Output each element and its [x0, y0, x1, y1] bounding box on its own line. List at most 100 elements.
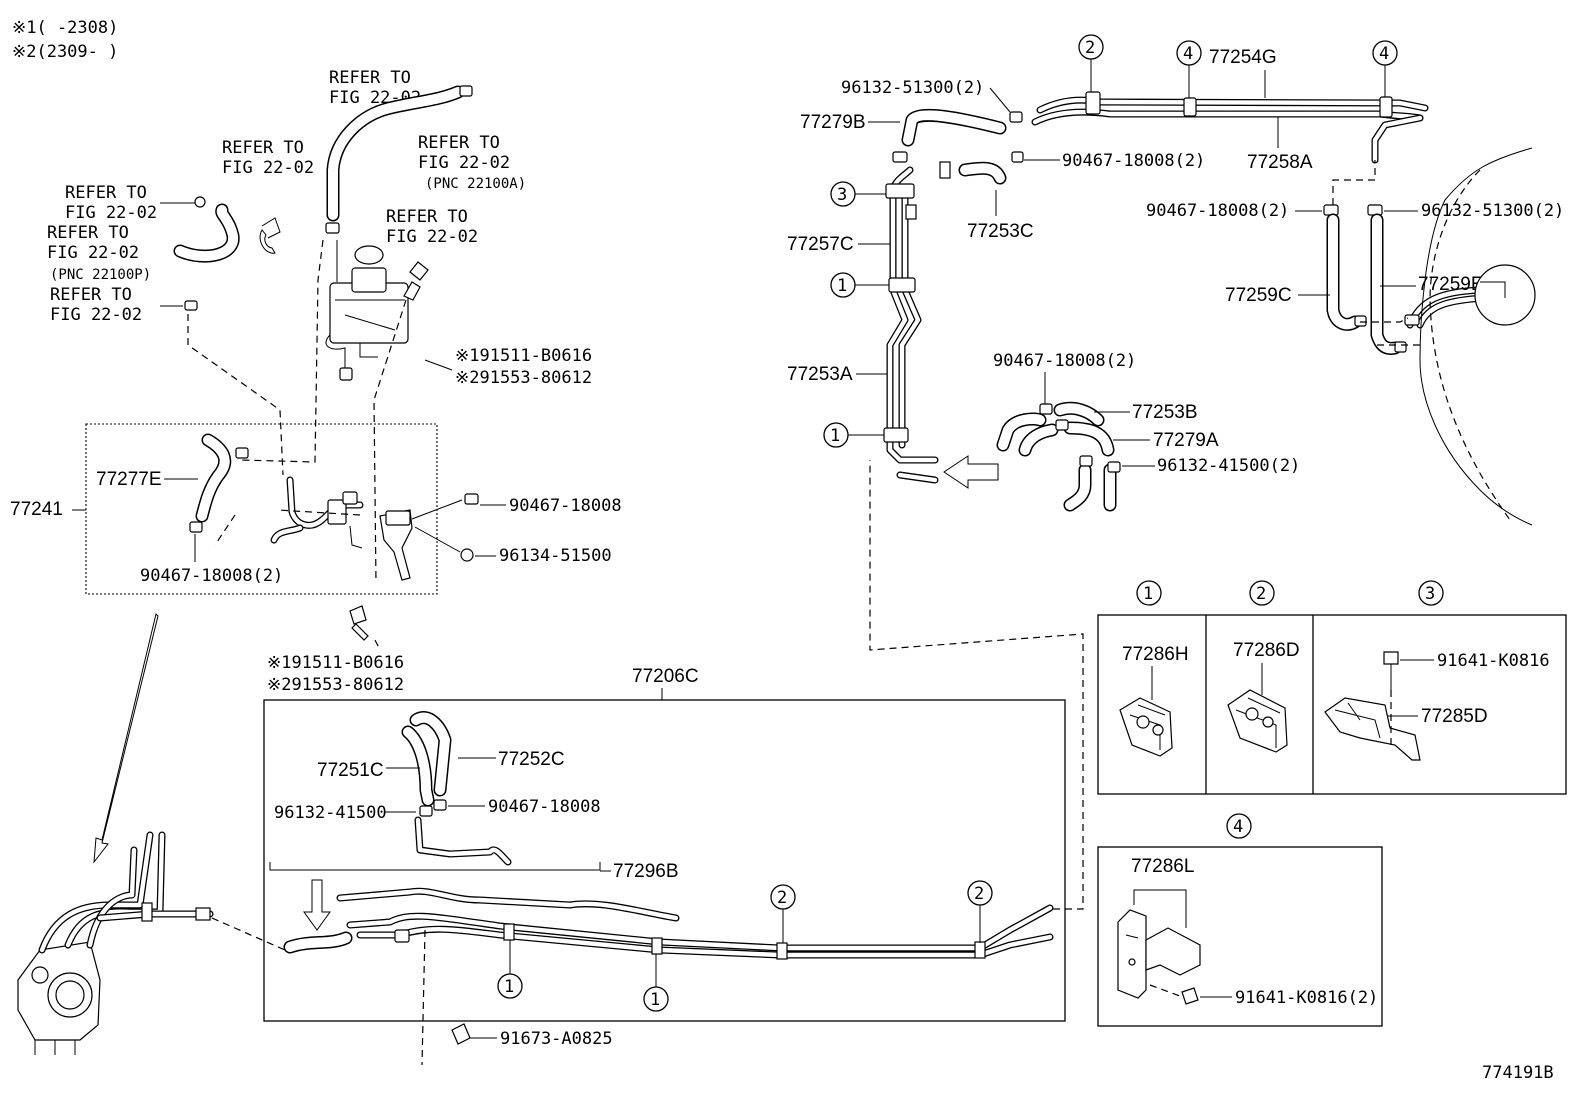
bolt-91641-K0816-2 — [1181, 987, 1199, 1005]
bolt-91673-A0825 — [451, 1023, 471, 1045]
arrow-left-marker — [943, 455, 999, 489]
bolt-upper-part-2: ※291553-80612 — [455, 368, 592, 388]
pipe-77296B-small — [414, 816, 512, 866]
part-96132-51300-2-top[interactable]: 96132-51300(2) — [841, 78, 984, 98]
part-77296B[interactable]: 77296B — [613, 861, 679, 882]
part-77286D[interactable]: 77286D — [1233, 640, 1300, 661]
refer-label-left-b[interactable]: REFER TO FIG 22-02 — [50, 285, 142, 325]
bolt-upper — [403, 261, 429, 301]
part-96134-51500[interactable]: 96134-51500 — [499, 546, 612, 566]
part-77253B[interactable]: 77253B — [1132, 402, 1198, 423]
svg-text:4: 4 — [1233, 817, 1243, 837]
callout-1-detail: 1 — [1136, 580, 1162, 606]
refer-label-pnc22100a[interactable]: REFER TO FIG 22-02 (PNC 22100A) — [418, 133, 526, 192]
svg-text:1: 1 — [837, 276, 847, 296]
part-77286H[interactable]: 77286H — [1122, 644, 1189, 665]
callout-1-right-b: 1 — [823, 422, 849, 448]
hose-77253B-77279A — [996, 401, 1121, 512]
part-96132-41500-2[interactable]: 96132-41500(2) — [1157, 456, 1300, 476]
callout-2-b: 2 — [967, 880, 993, 906]
hose-22100a-illustration — [259, 85, 473, 254]
callout-2-detail: 2 — [1249, 580, 1275, 606]
hose-77279B — [901, 108, 1007, 147]
part-90467-18008-2-right[interactable]: 90467-18008(2) — [993, 351, 1136, 371]
bolt-91641-K0816 — [1383, 651, 1399, 690]
part-77285D[interactable]: 77285D — [1421, 706, 1488, 727]
svg-text:1: 1 — [830, 426, 840, 446]
refer-label-valve[interactable]: REFER TO FIG 22-02 — [386, 207, 478, 247]
hose-77253C — [939, 161, 1007, 185]
part-77254G[interactable]: 77254G — [1209, 47, 1277, 68]
refer-fig: FIG 22-02 — [65, 203, 157, 223]
refer-fig: FIG 22-02 — [47, 243, 139, 263]
callout-4-top-a: 4 — [1176, 40, 1202, 66]
refer-fig: FIG 22-02 — [418, 153, 510, 173]
vehicle-body-outline — [1419, 147, 1536, 526]
part-77279A[interactable]: 77279A — [1153, 430, 1219, 451]
part-90467-18008-box[interactable]: 90467-18008 — [488, 797, 601, 817]
refer-text: REFER TO — [386, 207, 468, 227]
arrow-down-marker — [303, 879, 331, 931]
callout-3-detail: 3 — [1418, 580, 1444, 606]
svg-text:1: 1 — [1143, 584, 1153, 604]
part-77259C[interactable]: 77259C — [1225, 285, 1292, 306]
refer-text: REFER TO — [329, 68, 411, 88]
refer-fig: FIG 22-02 — [222, 158, 314, 178]
callout-1-right-a: 1 — [830, 272, 856, 298]
part-77251C[interactable]: 77251C — [317, 760, 384, 781]
part-77279B[interactable]: 77279B — [800, 112, 866, 133]
part-77286L[interactable]: 77286L — [1131, 856, 1194, 877]
part-77277E[interactable]: 77277E — [96, 469, 162, 490]
svg-text:1: 1 — [504, 977, 514, 997]
part-91641-K0816-2[interactable]: 91641-K0816(2) — [1235, 988, 1378, 1008]
hose-77277E — [189, 433, 249, 533]
part-77253C[interactable]: 77253C — [967, 221, 1034, 242]
hose-77251C-77252C — [401, 711, 452, 817]
part-77258A[interactable]: 77258A — [1247, 152, 1313, 173]
assembly-77206C-box — [263, 699, 1066, 1022]
callout-4-detail: 4 — [1226, 813, 1252, 839]
part-77241[interactable]: 77241 — [10, 499, 63, 520]
fuel-line-main — [283, 887, 1054, 960]
hose-22100p-illustration — [173, 196, 240, 311]
refer-text: REFER TO — [418, 133, 500, 153]
part-77257C[interactable]: 77257C — [787, 234, 854, 255]
clamp-77286D-illustration — [1227, 689, 1288, 753]
part-96132-41500-box[interactable]: 96132-41500 — [274, 803, 387, 823]
clamp-77285D-illustration — [1324, 690, 1421, 761]
svg-text:4: 4 — [1183, 44, 1193, 64]
refer-text: REFER TO — [50, 285, 132, 305]
bolt-lower-part-2: ※291553-80612 — [267, 675, 404, 695]
note-1: ※1( -2308) — [12, 18, 118, 38]
part-91673-A0825[interactable]: 91673-A0825 — [500, 1029, 613, 1049]
refer-label-clamp-upper[interactable]: REFER TO FIG 22-02 — [222, 138, 314, 178]
refer-label-pnc22100p[interactable]: REFER TO FIG 22-02 (PNC 22100P) — [47, 223, 151, 283]
part-77252C[interactable]: 77252C — [498, 749, 565, 770]
part-96132-51300-2-far[interactable]: 96132-51300(2) — [1421, 201, 1564, 221]
part-77206C[interactable]: 77206C — [632, 666, 699, 687]
refer-label-left-a[interactable]: REFER TO FIG 22-02 — [65, 183, 157, 223]
bolt-upper-part-1: ※191511-B0616 — [455, 346, 592, 366]
refer-fig: FIG 22-02 — [50, 305, 142, 325]
bolt-lower-part-1: ※191511-B0616 — [267, 653, 404, 673]
refer-pnc: (PNC 22100A) — [425, 176, 526, 192]
clamp-4-detail-box — [1097, 846, 1383, 1027]
refer-pnc: (PNC 22100P) — [50, 267, 151, 283]
diagram-id: 774191B — [1482, 1063, 1554, 1083]
callout-2-top: 2 — [1078, 34, 1104, 60]
part-77253A[interactable]: 77253A — [787, 364, 853, 385]
part-90467-18008-upper[interactable]: 90467-18008 — [509, 496, 622, 516]
svg-text:3: 3 — [837, 185, 847, 205]
part-90467-18008-2-mid[interactable]: 90467-18008(2) — [1062, 151, 1205, 171]
svg-text:2: 2 — [1085, 38, 1095, 58]
clamp-90467-18008 — [464, 493, 479, 505]
part-90467-18008-2-far[interactable]: 90467-18008(2) — [1146, 201, 1289, 221]
part-91641-K0816[interactable]: 91641-K0816 — [1437, 651, 1550, 671]
vsv-valve-assembly — [325, 240, 409, 381]
fuel-line-vertical-left — [883, 166, 939, 484]
part-90467-18008-2-left[interactable]: 90467-18008(2) — [140, 566, 283, 586]
svg-text:2: 2 — [777, 888, 787, 908]
part-77259E[interactable]: 77259E — [1418, 274, 1484, 295]
svg-text:3: 3 — [1425, 584, 1435, 604]
